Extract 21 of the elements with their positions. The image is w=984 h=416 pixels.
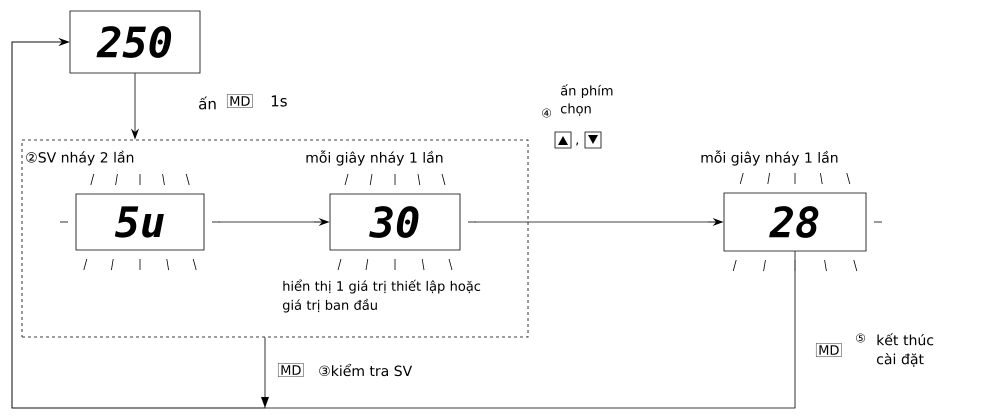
caption-text: mỗi giây nháy 1 lần (701, 150, 838, 166)
note-text: ấn (199, 96, 216, 110)
display-box: 30 (330, 194, 460, 250)
note-text: ấn phím chọn (560, 84, 612, 116)
caption-text: ②SV nháy 2 lần (26, 150, 134, 166)
key-label: MD (816, 343, 842, 357)
note-text: ③kiểm tra SV (319, 364, 412, 376)
arrow (12, 38, 796, 408)
note-text: ④ (542, 108, 552, 118)
caption-text: hiển thị 1 giá trị thiết lập hoặc giá trị ban đầu (282, 280, 480, 312)
display-box: 5u (76, 194, 204, 250)
display-box: 28 (724, 192, 866, 252)
dashed-group-box (22, 140, 528, 338)
note-text: ⑤ (856, 334, 866, 342)
display-box: 250 (70, 10, 200, 74)
caption-text: mỗi giây nháy 1 lần (306, 150, 442, 166)
note-text: kết thúc cài đặt (876, 333, 934, 367)
note-text: , (576, 142, 578, 146)
key-label: MD (227, 94, 253, 108)
key-label: MD (278, 363, 304, 377)
note-text: 1s (272, 95, 287, 107)
